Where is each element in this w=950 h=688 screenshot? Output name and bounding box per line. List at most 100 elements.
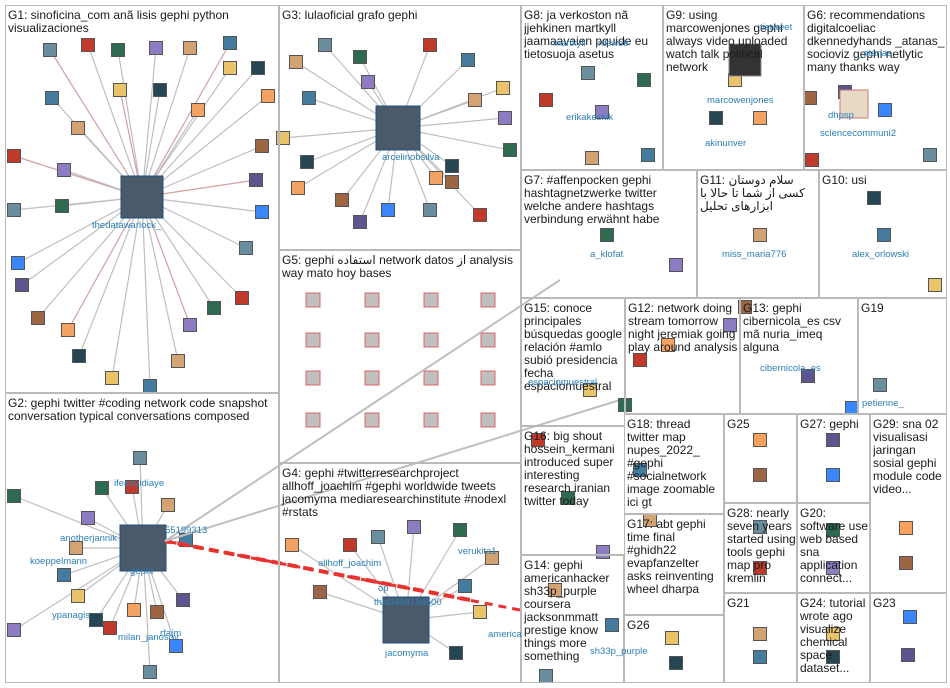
g2-leaf-node — [133, 451, 147, 465]
group-title-g10: G10: usi — [822, 174, 867, 187]
group-title-g4: G4: gephi #twitterresearchproject allhof… — [282, 467, 507, 519]
g1-edge — [78, 196, 143, 357]
node-label-erikakeskik: erikakeskik — [566, 112, 613, 123]
node-label-sh33p-purple: sh33p_purple — [590, 646, 648, 657]
g3-leaf-node — [353, 50, 367, 64]
g4-leaf-node — [453, 523, 467, 537]
g5-node — [364, 332, 380, 348]
group-title-g21: G21 — [727, 597, 750, 610]
g4-leaf-node — [407, 520, 421, 534]
sciencecommuni2-node — [839, 89, 869, 119]
g5-node — [480, 370, 496, 386]
g3-leaf-node — [461, 53, 475, 67]
g1-leaf-node — [171, 354, 185, 368]
g2-leaf-node — [176, 593, 190, 607]
g1-leaf-node — [249, 173, 263, 187]
node-label-marcowenjones: marcowenjones — [707, 95, 774, 106]
g5-node — [305, 292, 321, 308]
group-title-g9: G9: using marcowenjones gephi always vid… — [666, 9, 788, 74]
small-node — [923, 148, 937, 162]
group-title-g13: G13: gephi cibernicola_es csv mã nuria_i… — [743, 302, 842, 354]
group-title-g15: G15: conoce principales búsquedas google… — [524, 302, 623, 393]
g5-node — [305, 370, 321, 386]
node-label-arcelinobsilva: arcelinobsilva — [382, 152, 440, 163]
node-label-verukita1: verukita1 — [458, 546, 497, 557]
g5-node — [305, 412, 321, 428]
node-label-rdsweb: rdsweb — [598, 38, 629, 49]
group-box-g16 — [521, 426, 625, 555]
group-box-g26 — [624, 615, 724, 683]
group-box-g4 — [279, 463, 521, 683]
g1-edge — [141, 42, 231, 198]
g2-leaf-node — [7, 489, 21, 503]
g1-leaf-node — [191, 103, 205, 117]
g1-leaf-node — [153, 83, 167, 97]
g4-leaf-node — [313, 585, 327, 599]
g4-leaf-node — [473, 605, 487, 619]
g4-leaf-node — [458, 579, 472, 593]
g2-leaf-node — [71, 589, 85, 603]
small-node — [637, 73, 651, 87]
group-box-g11 — [697, 170, 819, 298]
small-node — [738, 300, 752, 314]
group-box-g28 — [724, 503, 797, 593]
group-box-g9 — [663, 5, 804, 170]
g5-node — [480, 332, 496, 348]
node-label-55199313: 55199313 — [165, 525, 208, 536]
g4-leaf-node — [485, 551, 499, 565]
long-edge-2 — [164, 399, 621, 542]
g3-leaf-node — [353, 215, 367, 229]
group-box-g17 — [624, 514, 724, 615]
g3-leaf-node — [498, 111, 512, 125]
g1-leaf-node — [45, 91, 59, 105]
node-label-a-klofat: a_klofat — [590, 249, 624, 260]
g3-leaf-node — [429, 171, 443, 185]
g1-edge — [87, 44, 143, 198]
node-label-miss-maria776: miss_maria776 — [722, 249, 787, 260]
small-node — [661, 338, 675, 352]
g1-leaf-node — [57, 163, 71, 177]
node-label-allhoff-joachim: allhoff_joachim — [318, 558, 382, 569]
g4-hub-node — [382, 596, 430, 644]
g1-leaf-node — [223, 36, 237, 50]
g4-leaf-node — [449, 646, 463, 660]
small-node — [723, 318, 737, 332]
g1-leaf-node — [251, 61, 265, 75]
g2-leaf-node — [81, 511, 95, 525]
small-node — [605, 618, 619, 632]
small-node — [753, 228, 767, 242]
g1-edge — [111, 196, 143, 379]
g2-leaf-node — [69, 541, 83, 555]
small-node — [878, 103, 892, 117]
g1-leaf-node — [15, 278, 29, 292]
g1-leaf-node — [105, 371, 119, 385]
g1-edge — [141, 196, 151, 387]
node-label-koeppelmann: koeppelmann — [30, 556, 88, 567]
group-box-g27 — [797, 414, 870, 503]
g1-edge — [117, 49, 143, 198]
g1-leaf-node — [71, 121, 85, 135]
node-label-thedatawarlock-: thedatawarlock_ — [92, 220, 162, 231]
node-label--atanas-: _atanas_ — [858, 48, 898, 59]
small-node — [753, 468, 767, 482]
small-node — [801, 369, 815, 383]
group-title-g16: G16: big shout hossein_kermani introduce… — [524, 430, 615, 508]
g1-edge — [141, 47, 157, 198]
node-label-espaciomuestral: espaciomuestral — [528, 377, 598, 388]
g2-leaf-node — [150, 605, 164, 619]
group-box-g19 — [858, 298, 947, 414]
g2-leaf-node — [95, 481, 109, 495]
small-node — [709, 111, 723, 125]
group-box-g23 — [870, 593, 947, 683]
group-box-g18 — [624, 414, 724, 514]
small-node — [669, 258, 683, 272]
g2-leaf-node — [57, 568, 71, 582]
node-label-tistweet: tistweet — [760, 22, 793, 33]
g5-node — [423, 370, 439, 386]
node-label-alex-orlowski: alex_orlowski — [852, 249, 910, 260]
g1-leaf-node — [113, 83, 127, 97]
small-node — [753, 627, 767, 641]
small-node — [561, 491, 575, 505]
group-title-g27: G27: gephi — [800, 418, 859, 431]
g5-node — [364, 412, 380, 428]
